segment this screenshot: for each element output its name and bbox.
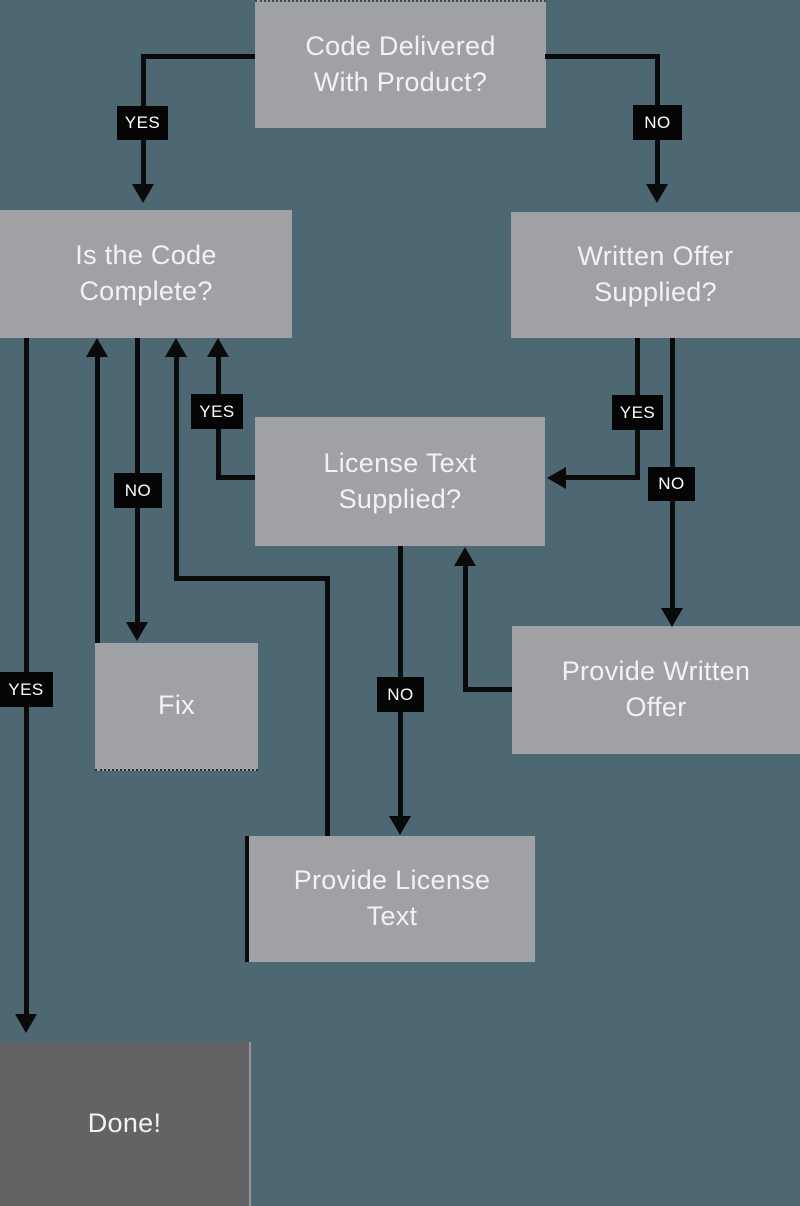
connector-pwo-license-v [463, 565, 468, 692]
arrowhead-license-complete [207, 338, 229, 357]
connector-plt-complete-h [174, 576, 330, 581]
connector-plt-complete-v-right [325, 576, 330, 836]
connector-delivered-no-h [545, 54, 657, 59]
edge-label-complete-done-yes: YES [0, 672, 53, 707]
arrowhead-offer-license [547, 467, 566, 489]
arrowhead-fix-complete [86, 338, 108, 357]
node-fix: Fix [95, 643, 258, 771]
connector-pwo-license-h [463, 687, 512, 692]
node-license-text: License Text Supplied? [255, 417, 545, 546]
node-done: Done! [0, 1042, 251, 1206]
node-provide-written-offer: Provide Written Offer [512, 626, 800, 754]
edge-label-offer-license-yes: YES [612, 395, 663, 430]
edge-label-complete-fix-no: NO [114, 473, 162, 508]
node-written-offer: Written Offer Supplied? [511, 212, 800, 338]
arrowhead-delivered-no [646, 184, 668, 203]
node-code-delivered: Code Delivered With Product? [255, 0, 546, 128]
arrowhead-pwo-license [454, 547, 476, 566]
edge-label-delivered-yes: YES [117, 106, 168, 140]
arrowhead-delivered-yes [132, 184, 154, 203]
arrowhead-complete-fix [126, 622, 148, 641]
node-provide-license-text: Provide License Text [245, 836, 535, 962]
arrowhead-plt-complete [165, 338, 187, 357]
connector-plt-complete-v-left [174, 356, 179, 581]
arrowhead-offer-pwo [661, 608, 683, 627]
connector-fix-complete-v [95, 356, 100, 643]
arrowhead-license-plt [389, 816, 411, 835]
edge-label-license-plt-no: NO [377, 677, 424, 712]
connector-license-complete-h [216, 475, 255, 480]
edge-label-offer-pwo-no: NO [648, 467, 695, 501]
node-code-complete: Is the Code Complete? [0, 210, 292, 338]
edge-label-license-complete-yes: YES [191, 394, 243, 429]
connector-delivered-yes-h [143, 54, 255, 59]
arrowhead-complete-done [15, 1014, 37, 1033]
connector-offer-license-h [566, 475, 640, 480]
edge-label-delivered-no: NO [633, 105, 682, 140]
